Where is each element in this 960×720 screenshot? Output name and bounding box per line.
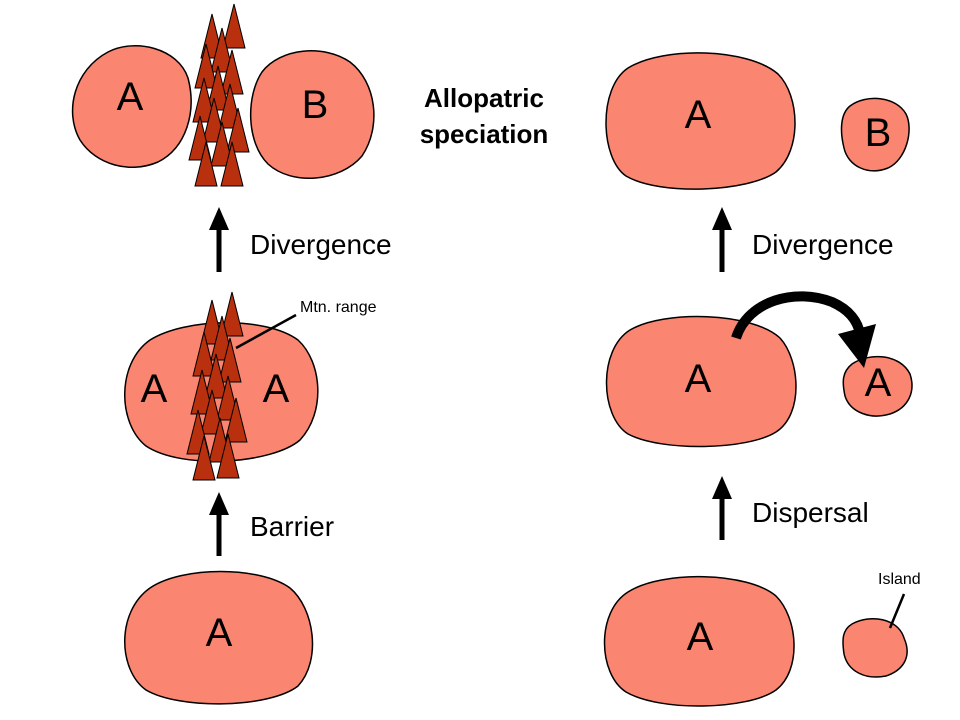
left-top-population-b [249, 50, 375, 180]
right-middle-population-a [605, 315, 797, 448]
mountain-tree-icon [222, 3, 246, 49]
island-callout-label: Island [878, 571, 921, 588]
right-top-population-b [840, 97, 910, 172]
title-line-1: Allopatric [424, 83, 544, 113]
up-arrow-icon [712, 476, 732, 540]
right-bottom-population-a [603, 575, 795, 707]
left-bottom-population [124, 570, 314, 705]
title-line-2: speciation [420, 119, 549, 149]
left-middle-label-a1: A [141, 367, 168, 411]
right-middle-population-island [842, 355, 913, 417]
right-step-divergence: Divergence [752, 229, 894, 260]
left-top-mountain-range [188, 3, 250, 187]
right-top-population-a [605, 52, 796, 190]
left-step-divergence: Divergence [250, 229, 392, 260]
right-middle-label-a2: A [865, 361, 892, 405]
left-top-label-a: A [117, 75, 144, 119]
up-arrow-icon [209, 492, 229, 556]
right-middle-label-a1: A [685, 357, 712, 401]
right-step-dispersal: Dispersal [752, 497, 869, 528]
left-middle-label-a2: A [263, 367, 290, 411]
up-arrow-icon [209, 207, 229, 272]
left-step-barrier: Barrier [250, 511, 334, 542]
right-top-label-b: B [865, 111, 892, 155]
curved-dispersal-arrow-icon [731, 291, 876, 368]
right-bottom-label: A [687, 615, 714, 659]
island-callout-line [888, 593, 906, 629]
left-top-population-a [71, 45, 192, 169]
left-top-label-b: B [302, 83, 329, 127]
right-top-label-a: A [685, 93, 712, 137]
mountain-callout-line [235, 313, 297, 350]
up-arrow-icon [712, 207, 732, 272]
right-bottom-island [842, 617, 908, 678]
left-bottom-label: A [206, 611, 233, 655]
mountain-callout-label: Mtn. range [300, 299, 377, 316]
